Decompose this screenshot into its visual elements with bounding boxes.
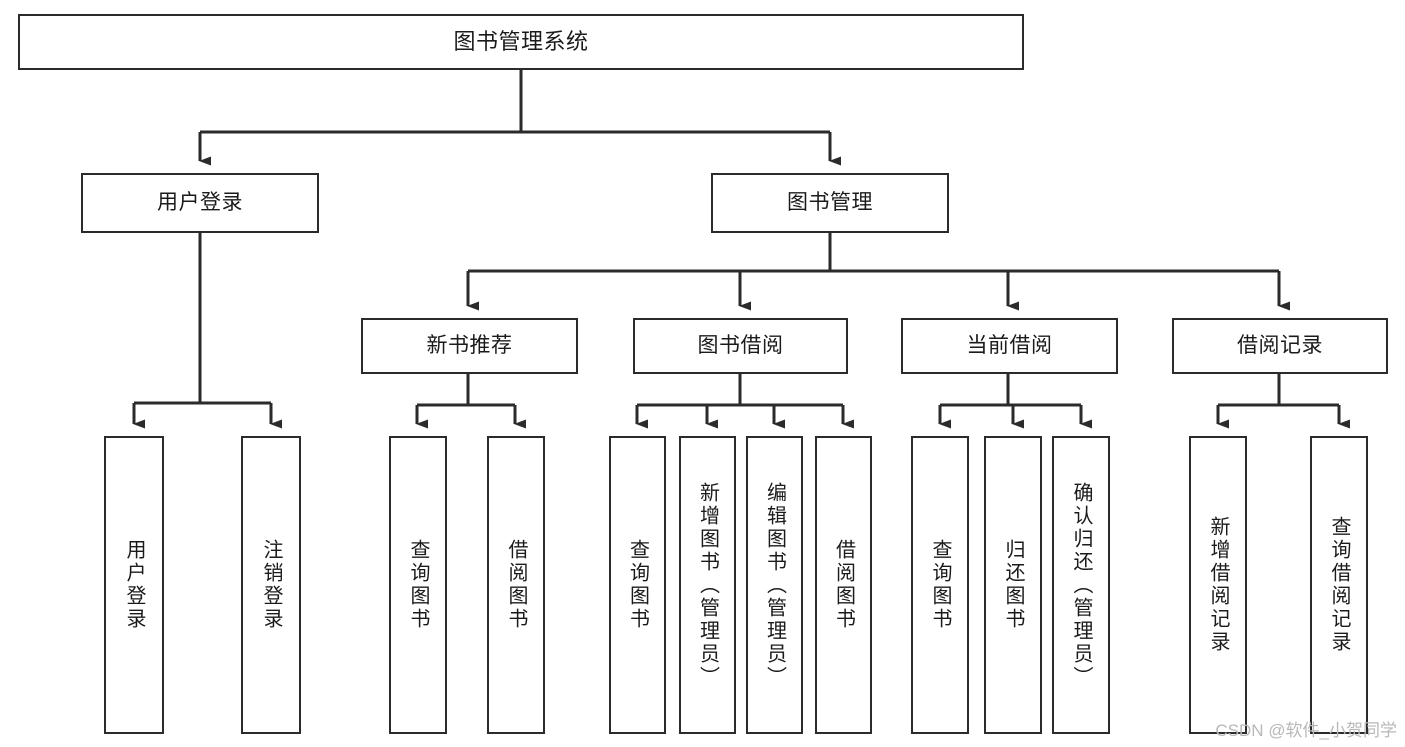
node-user-login[interactable]: 用户登录 [81, 173, 319, 233]
node-root-system[interactable]: 图书管理系统 [18, 14, 1024, 70]
leaf-label-add-record: 新增借阅记录 [1207, 516, 1229, 654]
node-label-current-borrow: 当前借阅 [966, 333, 1053, 357]
leaf-edit-book[interactable]: 编辑图书（管理员） [746, 436, 803, 734]
leaf-label-borrow-book-2: 借阅图书 [832, 539, 855, 631]
leaf-label-return-book: 归还图书 [1002, 539, 1024, 631]
leaf-label-borrow-book-1: 借阅图书 [505, 539, 527, 631]
leaf-label-user-login: 用户登录 [123, 539, 145, 631]
leaf-label-edit-book: 编辑图书（管理员） [763, 481, 786, 689]
leaf-query-record[interactable]: 查询借阅记录 [1310, 436, 1368, 734]
node-book-manage[interactable]: 图书管理 [711, 173, 949, 233]
leaf-add-record[interactable]: 新增借阅记录 [1189, 436, 1247, 734]
leaf-borrow-book-2[interactable]: 借阅图书 [815, 436, 872, 734]
leaf-label-query-book-2: 查询图书 [626, 539, 649, 631]
leaf-return-book[interactable]: 归还图书 [984, 436, 1042, 734]
leaf-add-book[interactable]: 新增图书（管理员） [679, 436, 736, 734]
leaf-label-confirm-return: 确认归还（管理员） [1070, 481, 1092, 689]
node-new-book-recommend[interactable]: 新书推荐 [361, 318, 578, 374]
node-book-borrow[interactable]: 图书借阅 [633, 318, 848, 374]
leaf-query-book-2[interactable]: 查询图书 [609, 436, 666, 734]
leaf-logout[interactable]: 注销登录 [241, 436, 301, 734]
leaf-label-query-book-1: 查询图书 [407, 539, 429, 631]
node-label-root: 图书管理系统 [453, 29, 589, 55]
leaf-label-query-book-3: 查询图书 [929, 539, 951, 631]
leaf-query-book-3[interactable]: 查询图书 [911, 436, 969, 734]
node-label-book-borrow: 图书借阅 [697, 333, 784, 357]
node-label-new-book-recommend: 新书推荐 [426, 333, 513, 357]
leaf-label-query-record: 查询借阅记录 [1328, 516, 1350, 654]
leaf-label-logout: 注销登录 [260, 539, 282, 631]
leaf-query-book-1[interactable]: 查询图书 [389, 436, 447, 734]
leaf-borrow-book-1[interactable]: 借阅图书 [487, 436, 545, 734]
node-label-borrow-record: 借阅记录 [1237, 333, 1323, 357]
node-borrow-record[interactable]: 借阅记录 [1172, 318, 1388, 374]
node-label-book-manage: 图书管理 [787, 190, 873, 214]
node-current-borrow[interactable]: 当前借阅 [901, 318, 1118, 374]
node-label-user-login: 用户登录 [157, 190, 243, 214]
leaf-label-add-book: 新增图书（管理员） [696, 481, 719, 689]
leaf-confirm-return[interactable]: 确认归还（管理员） [1052, 436, 1110, 734]
leaf-user-login[interactable]: 用户登录 [104, 436, 164, 734]
